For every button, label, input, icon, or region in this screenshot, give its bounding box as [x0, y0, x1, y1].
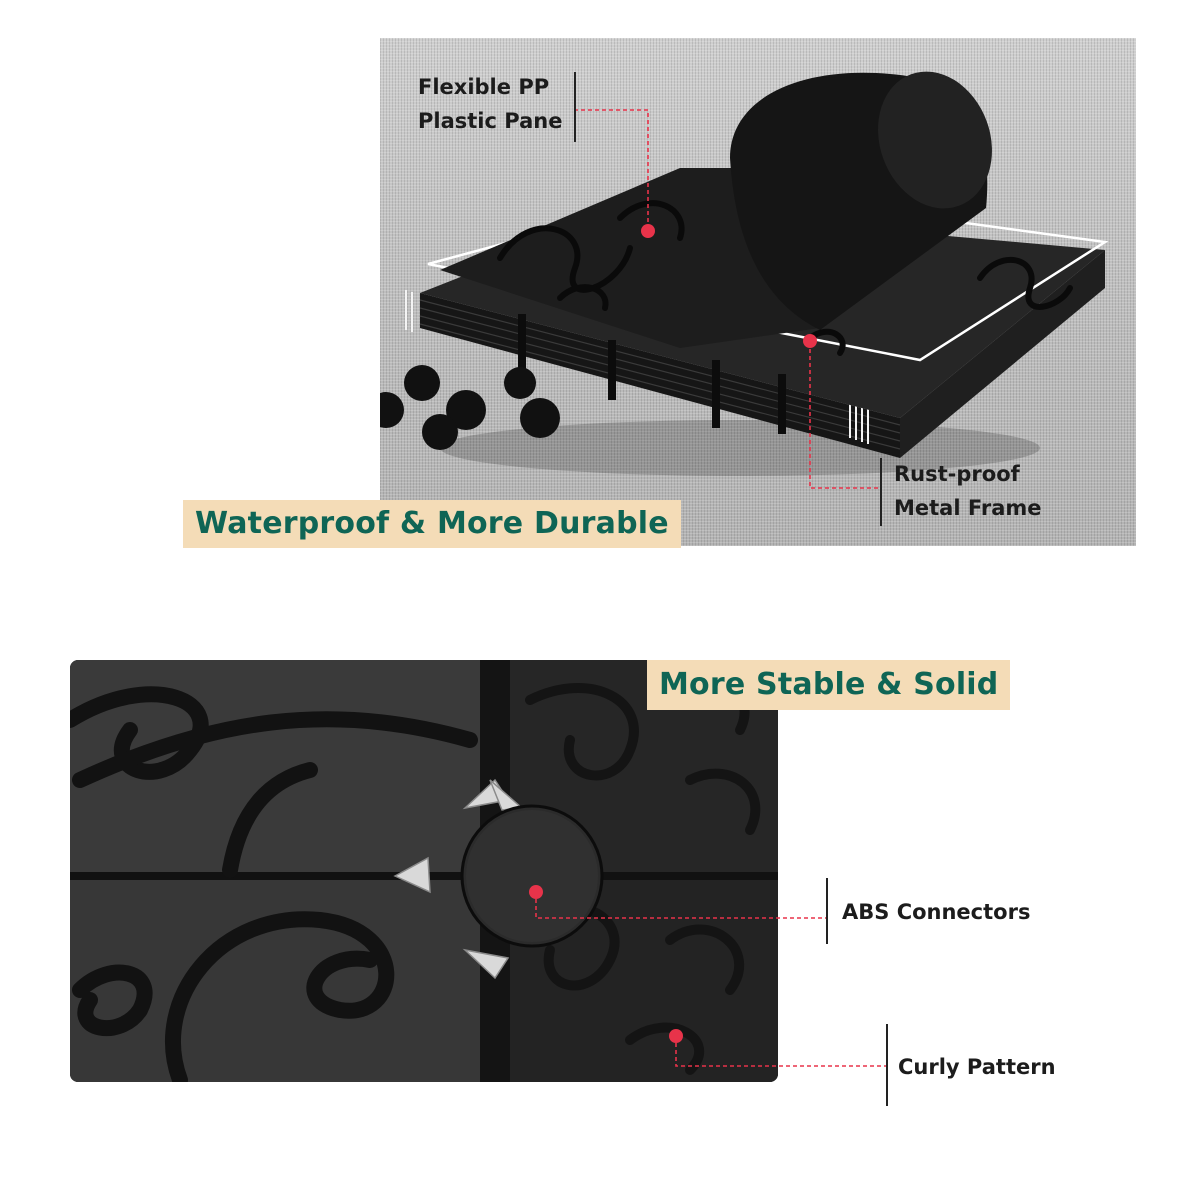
stable-banner-text: More Stable & Solid	[659, 667, 999, 702]
bottom-product-photo	[70, 660, 778, 1082]
curly-marker-dot	[669, 1029, 683, 1043]
waterproof-banner: Waterproof & More Durable	[183, 500, 681, 548]
abs-leader-line	[535, 892, 826, 919]
rust-proof-label: Rust-proof Metal Frame	[894, 457, 1042, 525]
rust-proof-line1: Rust-proof	[894, 462, 1020, 486]
flexible-pp-line2: Plastic Pane	[418, 109, 563, 133]
flexible-pp-line1: Flexible PP	[418, 75, 550, 99]
flexible-leader-line	[574, 109, 649, 230]
abs-marker-dot	[529, 885, 543, 899]
rust-proof-line2: Metal Frame	[894, 496, 1042, 520]
abs-connectors-label: ABS Connectors	[842, 900, 1031, 924]
rust-marker-dot	[803, 334, 817, 348]
stable-banner: More Stable & Solid	[647, 660, 1011, 710]
curly-callout-bar	[886, 1024, 888, 1106]
connector-closeup-illustration	[70, 660, 778, 1082]
connector-pieces	[380, 365, 560, 450]
abs-callout-bar	[826, 878, 828, 944]
flexible-callout-bar	[574, 72, 576, 142]
flexible-pp-label: Flexible PP Plastic Pane	[418, 70, 562, 138]
flexible-marker-dot	[641, 224, 655, 238]
curly-leader-line	[675, 1036, 886, 1067]
rust-callout-bar	[880, 458, 882, 526]
waterproof-banner-text: Waterproof & More Durable	[195, 506, 669, 541]
curly-pattern-label: Curly Pattern	[898, 1055, 1056, 1079]
flexible-panel	[440, 71, 1073, 356]
top-product-photo	[380, 38, 1136, 546]
panel-stack-illustration	[380, 71, 1109, 476]
rust-leader-line	[809, 342, 880, 489]
